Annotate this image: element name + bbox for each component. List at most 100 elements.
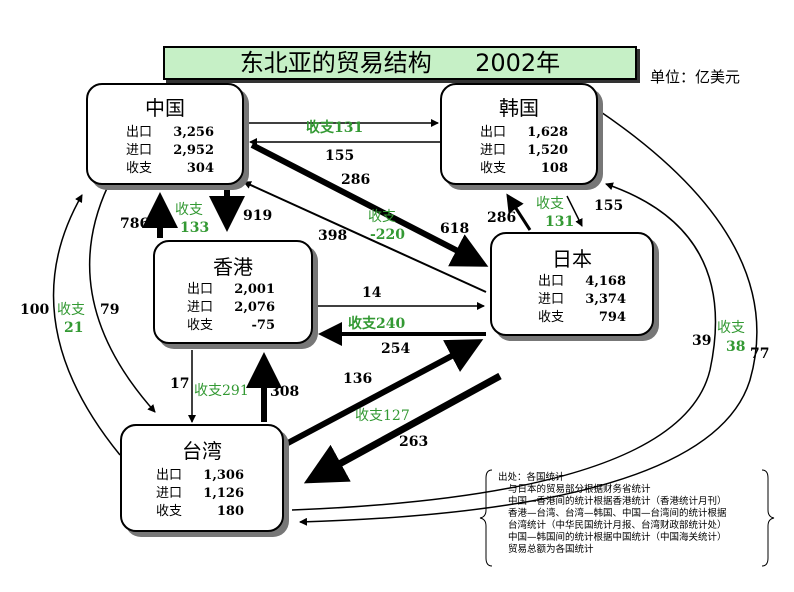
export-value: 1,306 xyxy=(203,468,244,483)
flow-china-to-japan-286: 286 xyxy=(341,172,371,188)
import-label: 进口 xyxy=(126,143,153,158)
source-line: 贸易总额为各国统计 xyxy=(508,544,594,555)
export-label: 出口 xyxy=(480,125,507,140)
source-line: 台湾统计（中华民国统计月报、台湾财政部统计处） xyxy=(508,520,727,531)
arrow-taiwan-to-japan xyxy=(284,339,484,447)
node-taiwan-export-row: 出口 1,306 xyxy=(156,468,244,483)
flow-china-taiwan-balance-2: 21 xyxy=(64,320,84,336)
balance-value: 794 xyxy=(598,310,626,325)
arrow-taiwan-to-china xyxy=(52,194,121,456)
balance-value: -75 xyxy=(251,318,276,333)
flow-korea-to-taiwan: 77 xyxy=(750,346,770,362)
flow-korea-taiwan-balance-2: 38 xyxy=(726,339,746,355)
flow-japan-to-hk: 254 xyxy=(381,341,411,357)
node-taiwan: 台湾 出口 1,306 进口 1,126 收支 180 xyxy=(120,424,284,532)
import-label: 进口 xyxy=(538,292,565,307)
flow-china-to-japan: 618 xyxy=(440,221,470,237)
flow-japan-to-taiwan: 263 xyxy=(399,434,429,450)
source-line: 与日本的贸易部分根据财务省统计 xyxy=(508,484,651,495)
import-label: 进口 xyxy=(187,300,214,315)
flow-china-hk-balance-2: 133 xyxy=(180,220,210,236)
node-hongkong-balance-row: 收支 -75 xyxy=(187,318,275,333)
node-korea-balance-row: 收支 108 xyxy=(480,161,568,176)
source-note: 出处：各国统计 与日本的贸易部分根据财务省统计 中国—香港间的统计根据香港统计（… xyxy=(486,468,768,568)
node-japan-balance-row: 收支 794 xyxy=(538,310,626,325)
flow-korea-to-japan: 155 xyxy=(594,198,624,214)
arrow-china-to-japan xyxy=(250,142,489,267)
flow-taiwan-to-korea: 39 xyxy=(692,333,712,349)
flow-china-japan-balance-1: 收支 xyxy=(368,209,396,225)
flow-china-to-taiwan: 79 xyxy=(100,302,120,318)
export-label: 出口 xyxy=(126,125,153,140)
export-value: 3,256 xyxy=(173,125,214,140)
import-value: 3,374 xyxy=(585,292,626,307)
node-korea-export-row: 出口 1,628 xyxy=(480,125,568,140)
arrow-korea-to-taiwan xyxy=(299,109,758,526)
arrow-japan-to-korea xyxy=(506,193,532,231)
balance-label: 收支 xyxy=(538,310,565,325)
flow-china-taiwan-balance-1: 收支 xyxy=(57,302,85,318)
title-year: 2002年 xyxy=(475,49,561,77)
node-china-export-row: 出口 3,256 xyxy=(126,125,214,140)
source-line: 香港—台湾、台湾—韩国、中国—台湾间的统计根据 xyxy=(508,508,727,519)
flow-japan-to-china: 398 xyxy=(318,228,348,244)
balance-label: 收支 xyxy=(187,318,214,333)
node-china-import-row: 进口 2,952 xyxy=(126,143,214,158)
node-taiwan-balance-row: 收支 180 xyxy=(156,504,244,519)
import-value: 1,520 xyxy=(527,143,568,158)
node-hongkong-name: 香港 xyxy=(213,255,253,279)
balance-label: 收支 xyxy=(480,161,507,176)
node-taiwan-name: 台湾 xyxy=(182,439,222,463)
flow-korea-to-china: 155 xyxy=(325,148,355,164)
flow-taiwan-to-china: 100 xyxy=(20,302,50,318)
node-taiwan-import-row: 进口 1,126 xyxy=(156,486,244,501)
arrow-japan-to-taiwan xyxy=(303,372,502,484)
page-title: 东北亚的贸易结构 2002年 xyxy=(163,46,637,80)
flow-hk-to-taiwan: 17 xyxy=(170,376,190,392)
node-japan-name: 日本 xyxy=(552,247,592,271)
flow-taiwan-to-japan: 136 xyxy=(343,371,373,387)
flow-hk-to-japan: 14 xyxy=(362,285,382,301)
balance-label: 收支 xyxy=(156,504,183,519)
source-line: 中国—香港间的统计根据香港统计（香港统计月刊） xyxy=(508,496,727,507)
balance-value: 180 xyxy=(216,504,244,519)
arrow-japan-to-china xyxy=(243,181,487,293)
flow-china-japan-balance-2: -220 xyxy=(370,227,406,243)
balance-value: 108 xyxy=(540,161,568,176)
export-value: 4,168 xyxy=(585,274,626,289)
flow-japan-to-korea: 286 xyxy=(487,210,517,226)
flow-china-korea-balance: 收支131 xyxy=(306,120,364,136)
flow-hk-japan-balance: 收支240 xyxy=(348,316,406,332)
flow-china-to-hk: 919 xyxy=(243,208,273,224)
import-value: 1,126 xyxy=(203,486,244,501)
flow-japan-taiwan-balance: 收支127 xyxy=(355,408,410,424)
node-korea-name: 韩国 xyxy=(499,96,539,120)
flow-hk-taiwan-balance: 收支291 xyxy=(194,383,249,399)
balance-value: 304 xyxy=(186,161,214,176)
import-label: 进口 xyxy=(156,486,183,501)
export-value: 2,001 xyxy=(234,282,275,297)
arrow-china-to-taiwan xyxy=(88,185,156,413)
source-bracket-left xyxy=(479,469,493,567)
node-japan-import-row: 进口 3,374 xyxy=(538,292,626,307)
source-heading: 出处：各国统计 xyxy=(498,472,565,483)
export-label: 出口 xyxy=(187,282,214,297)
flow-korea-japan-balance-2: 131 xyxy=(545,214,575,230)
flow-korea-taiwan-balance-1: 收支 xyxy=(717,320,745,336)
arrow-taiwan-to-korea xyxy=(291,182,717,511)
export-value: 1,628 xyxy=(527,125,568,140)
node-china-name: 中国 xyxy=(145,96,185,120)
source-bracket-right xyxy=(761,469,775,567)
flow-hk-to-china: 786 xyxy=(120,216,150,232)
import-value: 2,076 xyxy=(234,300,275,315)
node-hongkong: 香港 出口 2,001 进口 2,076 收支 -75 xyxy=(153,240,313,344)
import-value: 2,952 xyxy=(173,143,214,158)
export-label: 出口 xyxy=(156,468,183,483)
arrow-korea-to-japan xyxy=(566,195,583,227)
